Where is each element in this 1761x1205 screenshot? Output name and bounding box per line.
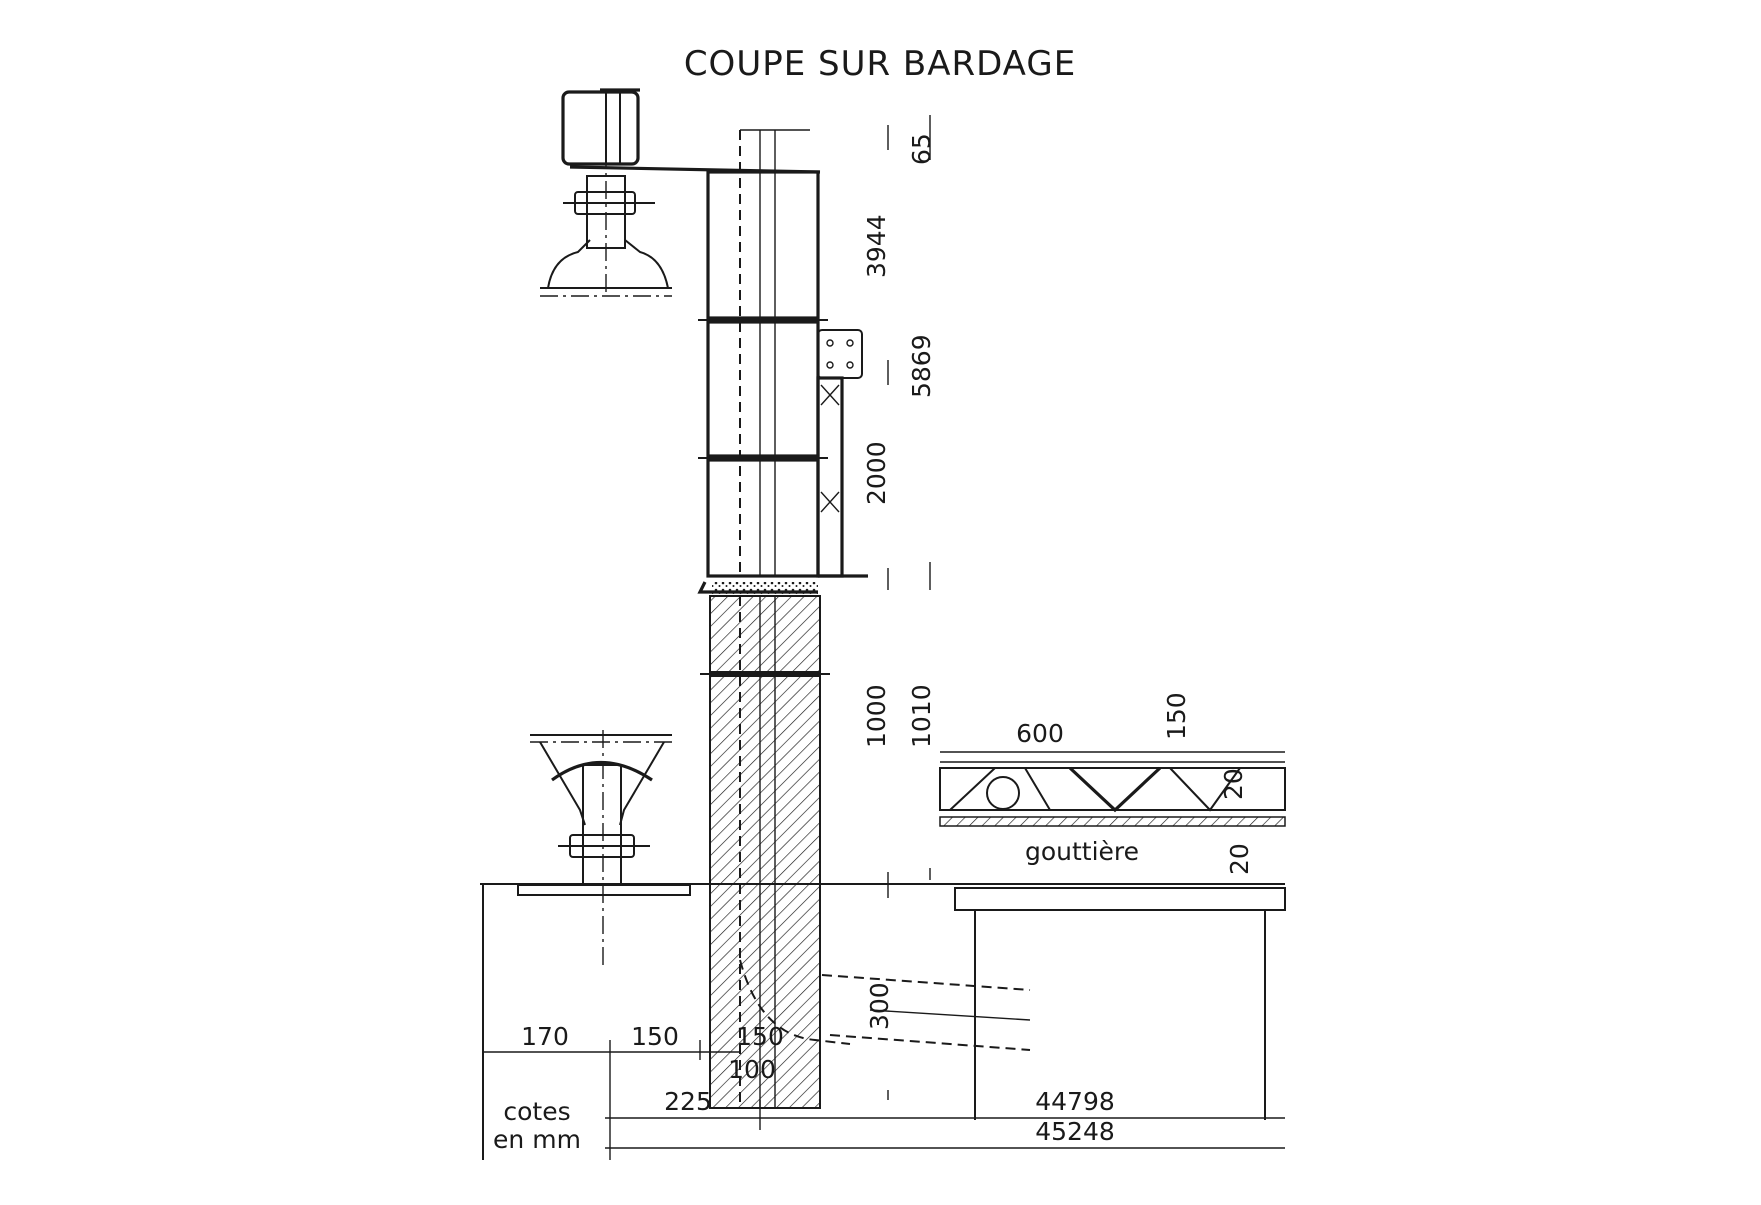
units-note-line-2: en mm [493, 1125, 581, 1154]
dim-150-left: 150 [631, 1022, 679, 1051]
lower-roller-assembly [517, 730, 691, 965]
units-note-line-1: cotes [503, 1097, 570, 1126]
dim-600: 600 [1016, 719, 1064, 748]
dim-225: 225 [664, 1087, 712, 1116]
dim-150-right: 150 [736, 1022, 784, 1051]
cladding-panels [698, 129, 868, 578]
gutter-label: gouttière [1025, 837, 1139, 866]
dim-44798: 44798 [1035, 1087, 1115, 1116]
dimension-lines [483, 115, 1285, 1160]
dim-gutter-20-bottom: 20 [1225, 843, 1254, 875]
dim-45248: 45248 [1035, 1117, 1115, 1146]
dim-gutter-150: 150 [1162, 692, 1191, 740]
dim-1010: 1010 [907, 684, 936, 748]
foundation-wall [697, 581, 851, 1109]
dim-300: 300 [865, 982, 894, 1030]
dim-170: 170 [521, 1022, 569, 1051]
upper-roller-assembly [540, 88, 821, 297]
dim-gutter-20-top: 20 [1219, 768, 1248, 800]
gutter-detail [939, 761, 1286, 827]
dim-1000: 1000 [862, 684, 891, 748]
dim-65: 65 [907, 133, 936, 165]
slab [821, 887, 1286, 1120]
dim-100: 100 [728, 1055, 776, 1084]
dim-5869: 5869 [907, 334, 936, 398]
drawing-title: COUPE SUR BARDAGE [684, 44, 1076, 84]
dim-3944: 3944 [862, 214, 891, 278]
dim-2000: 2000 [862, 441, 891, 505]
